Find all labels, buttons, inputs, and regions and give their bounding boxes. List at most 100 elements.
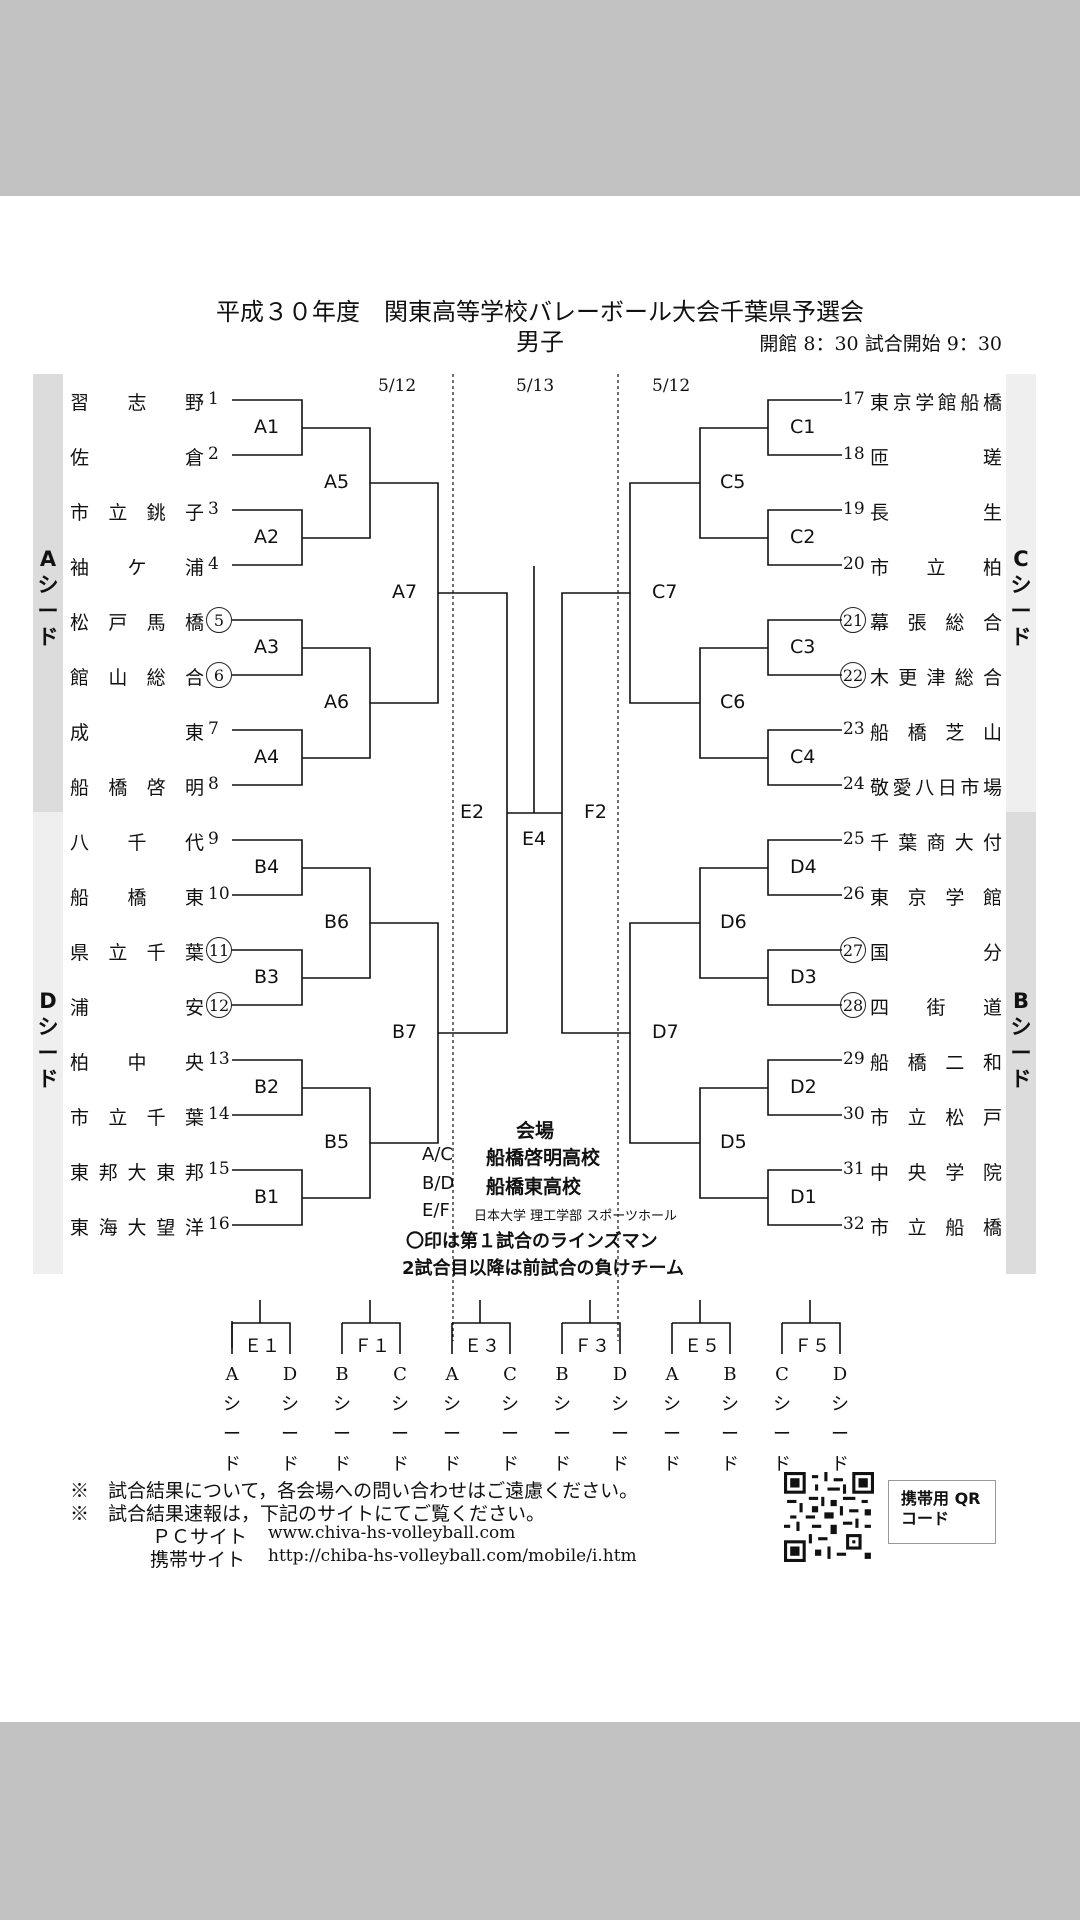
seed-number: 20 xyxy=(843,554,865,574)
team-name: 市立千葉 xyxy=(70,1107,204,1129)
match-label: B1 xyxy=(254,1186,280,1208)
team-name: 八 千 代 xyxy=(70,832,204,854)
match-label: D4 xyxy=(790,856,817,878)
team-name: 浦 安 xyxy=(70,997,204,1019)
seed-number: 24 xyxy=(843,774,865,794)
match-label: A2 xyxy=(254,526,280,548)
team-name: 中央学院 xyxy=(870,1162,1002,1184)
match-label: A1 xyxy=(254,416,280,438)
page-title: 平成３０年度 関東高等学校バレーボール大会千葉県予選会 xyxy=(216,298,864,326)
match-label: D5 xyxy=(720,1131,747,1153)
sub-match-label: Ｆ５ xyxy=(794,1336,830,1357)
match-label: B7 xyxy=(392,1021,418,1043)
seed-number-circled: 11 xyxy=(206,937,232,963)
seed-number-circled: 28 xyxy=(840,992,866,1018)
team-name: 匝 瑳 xyxy=(870,447,1002,469)
venue-key: A/C xyxy=(422,1144,453,1165)
seed-number: 16 xyxy=(208,1214,230,1234)
seed-number: 2 xyxy=(208,444,219,464)
mobile-site-label: 携帯サイト xyxy=(150,1549,246,1571)
footer-note-2: ※ 試合結果速報は，下記のサイトにてご覧ください。 xyxy=(70,1503,546,1525)
seed-number: 18 xyxy=(843,444,865,464)
match-label: E2 xyxy=(460,801,485,823)
venue-place: 日本大学 理工学部 スポーツホール xyxy=(474,1209,678,1224)
sub-match-label: Ｅ３ xyxy=(464,1336,500,1357)
seed-number: 9 xyxy=(208,829,219,849)
match-label: B3 xyxy=(254,966,280,988)
page-subtitle: 男子 xyxy=(516,328,564,356)
seed-number: 10 xyxy=(208,884,230,904)
date-left: 5/12 xyxy=(378,376,417,396)
linesman-note: 〇印は第１試合のラインズマン xyxy=(406,1231,658,1252)
seed-number-circled: 21 xyxy=(840,607,866,633)
seed-number: 17 xyxy=(843,389,865,409)
seed-number: 13 xyxy=(208,1049,230,1069)
team-name: 成 東 xyxy=(70,722,204,744)
match-label: A4 xyxy=(254,746,280,768)
sub-match-label: Ｅ５ xyxy=(684,1336,720,1357)
team-name: 東京学館船橋 xyxy=(870,392,1002,414)
sub-match-label: Ｆ１ xyxy=(354,1336,390,1357)
seed-number-circled: 27 xyxy=(840,937,866,963)
seed-number-circled: 6 xyxy=(206,662,232,688)
team-name: 袖 ケ 浦 xyxy=(70,557,204,579)
seed-band-c xyxy=(1006,374,1036,812)
match-label: B6 xyxy=(324,911,350,933)
match-label: D2 xyxy=(790,1076,817,1098)
venue-heading: 会場 xyxy=(516,1120,555,1142)
match-label: B5 xyxy=(324,1131,350,1153)
team-name: 敬愛八日市場 xyxy=(870,777,1002,799)
date-right: 5/12 xyxy=(652,376,691,396)
pc-site-label: ＰＣサイト xyxy=(152,1526,248,1548)
mobile-site-link[interactable]: http://chiba-hs-volleyball.com/mobile/i.… xyxy=(268,1546,637,1566)
match-label: F2 xyxy=(584,801,608,823)
seed-number-circled: 22 xyxy=(840,662,866,688)
pc-site-link[interactable]: www.chiva-hs-volleyball.com xyxy=(268,1523,516,1543)
team-name: 柏 中 央 xyxy=(70,1052,204,1074)
venue-place: 船橋東高校 xyxy=(486,1176,582,1198)
venue-key: E/F xyxy=(422,1200,450,1221)
team-name: 市 立 柏 xyxy=(870,557,1002,579)
match-label: D3 xyxy=(790,966,817,988)
seed-number-circled: 5 xyxy=(206,607,232,633)
seed-number: 7 xyxy=(208,719,219,739)
match-label: A5 xyxy=(324,471,350,493)
team-name: 四 街 道 xyxy=(870,997,1002,1019)
bracket-document: 平成３０年度 関東高等学校バレーボール大会千葉県予選会 男子 開館 8：30 試… xyxy=(0,196,1080,1722)
qr-caption: 携帯用 QRコード xyxy=(888,1480,996,1544)
seed-number: 30 xyxy=(843,1104,865,1124)
seed-band-b xyxy=(1006,812,1036,1274)
match-label: C7 xyxy=(652,581,678,603)
venue-key: B/D xyxy=(422,1173,455,1194)
match-label: A3 xyxy=(254,636,280,658)
seed-band-d xyxy=(33,812,63,1274)
loser-note: 2試合目以降は前試合の負けチーム xyxy=(402,1258,684,1279)
date-center: 5/13 xyxy=(516,376,555,396)
team-name: 幕張総合 xyxy=(870,612,1002,634)
seed-number: 32 xyxy=(843,1214,865,1234)
team-name: 東邦大東邦 xyxy=(70,1162,204,1184)
team-name: 県立千葉 xyxy=(70,942,204,964)
team-name: 東海大望洋 xyxy=(70,1217,204,1239)
footer-note-1: ※ 試合結果について，各会場への問い合わせはご遠慮ください。 xyxy=(70,1480,639,1502)
seed-number: 29 xyxy=(843,1049,865,1069)
match-label: D7 xyxy=(652,1021,679,1043)
team-name: 木更津総合 xyxy=(870,667,1002,689)
team-name: 船橋啓明 xyxy=(70,777,204,799)
team-name: 国 分 xyxy=(870,942,1002,964)
seed-number: 3 xyxy=(208,499,219,519)
match-label: C1 xyxy=(790,416,816,438)
seed-number: 4 xyxy=(208,554,219,574)
match-label: C6 xyxy=(720,691,746,713)
match-label: C2 xyxy=(790,526,816,548)
